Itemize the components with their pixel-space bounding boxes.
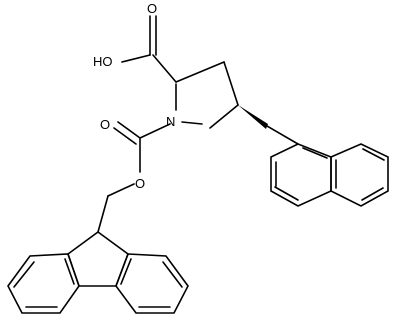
ring-bond-c2-c3 (175, 61, 225, 83)
fl-right-double-1 (162, 261, 183, 288)
acid-oh-label: HO (93, 54, 113, 69)
stereo-wedge (238, 105, 299, 145)
ch2-to-naphthyl-bond (266, 125, 299, 145)
naphthalene-ring-b (330, 143, 389, 207)
naph-a-double-1 (302, 147, 328, 159)
acid-o-label: O (147, 1, 157, 16)
naphthalene-ring-a (270, 143, 332, 207)
naph-a-double-2 (274, 186, 299, 201)
naph-b-double-2 (361, 187, 384, 201)
carbamate-group: O O (97, 117, 171, 233)
acid-coh-bond (121, 54, 151, 63)
o-to-ch2-bond (107, 183, 135, 197)
ring-bond-c4-c5 (209, 104, 239, 129)
pyrrolidine-ring: N (166, 61, 239, 129)
fl-left-double-3 (64, 258, 75, 285)
carbonyl-double-1 (117, 121, 141, 139)
carbonyl-o-label: O (100, 117, 110, 132)
ring-n-label: N (166, 114, 175, 129)
ch2-to-fluorenyl-bond (97, 195, 109, 233)
ether-o-label: O (135, 176, 145, 191)
n-to-carbonyl-bond (139, 123, 171, 139)
fluorene-right-ring (115, 253, 189, 314)
wedge-bond (238, 105, 268, 129)
fluorene-system (7, 231, 189, 314)
carbonyl-double-2 (113, 127, 137, 145)
carboxylic-acid-group: O HO (93, 1, 177, 83)
acid-to-ring-bond (152, 54, 177, 83)
ring-bond-c3-c4 (223, 61, 239, 106)
naph-b-double-1 (362, 148, 385, 161)
fl-right-double-3 (120, 258, 132, 285)
ring-bond-c5-n (181, 121, 203, 125)
fluorene-five-ring (67, 231, 129, 287)
fluorene-left-ring (7, 253, 80, 314)
fl-left-double-1 (13, 261, 35, 288)
naphthalene-rings (270, 143, 389, 207)
